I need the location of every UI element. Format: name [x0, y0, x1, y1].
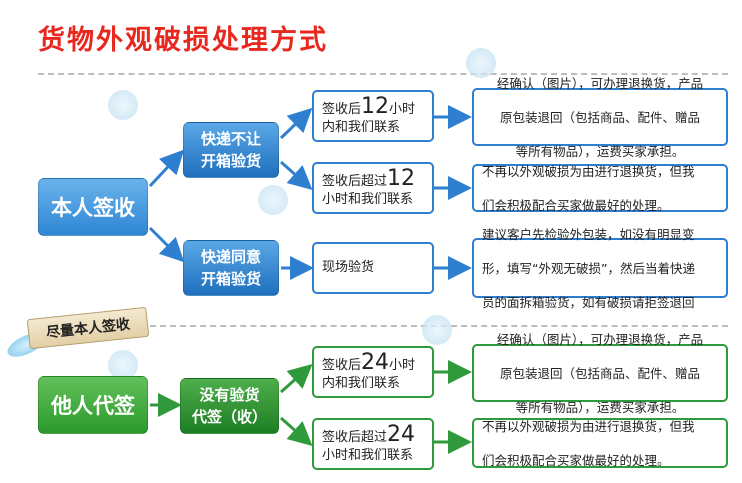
arrow-branch-to-24over [280, 416, 313, 446]
cond-24-within-box: 签收后24小时 内和我们联系 [312, 346, 434, 398]
result-24-over-line1: 不再以外观破损为由进行退换货，但我 [482, 418, 695, 434]
cond-12-within-box: 签收后12小时 内和我们联系 [312, 90, 434, 142]
cond-12-over-prefix: 签收后超过 [322, 173, 388, 189]
cond-24-over-box: 签收后超过24 小时和我们联系 [312, 418, 434, 470]
cond-12-within-prefix: 签收后 [322, 101, 362, 117]
no-inspect-box: 快递不让开箱验货 [183, 122, 279, 178]
result-24-within-box: 经确认（图片），可办理退换货，产品原包装退回（包括商品、配件、赠品等所有物品），… [472, 332, 728, 415]
cond-24-within-num: 24 [361, 349, 390, 375]
cond-12-within-line2: 内和我们联系 [322, 119, 401, 135]
no-inspect-label-2: 开箱验货 [200, 152, 261, 170]
result-inspect-line2: 形，填写“外观无破损”，然后当着快递 [482, 260, 695, 276]
inspect-label-1: 快递同意 [200, 248, 261, 266]
cond-12-within-num: 12 [361, 93, 390, 119]
watermark-icon [258, 185, 288, 215]
cond-24-within-prefix: 签收后 [322, 357, 362, 373]
result-12-within-box: 经确认（图片），可办理退换货，产品原包装退回（包括商品、配件、赠品等所有物品），… [472, 76, 728, 159]
self-sign-box: 本人签收 [38, 178, 148, 236]
result-inspect-line3: 员的面拆箱验货，如有破损请拒签退回 [482, 294, 695, 310]
no-inspect-label-1: 快递不让 [200, 130, 261, 148]
inspect-label-2: 开箱验货 [200, 270, 261, 288]
cond-inspect-text: 现场验货 [322, 260, 375, 275]
result-12-over-line1: 不再以外观破损为由进行退换货，但我 [482, 163, 695, 179]
cond-12-within-suffix: 小时 [389, 101, 416, 117]
result-12-over-box: 不再以外观破损为由进行退换货，但我们会积极配合买家做最好的处理。 [472, 163, 728, 213]
proxy-label-1: 没有验货 [199, 386, 260, 404]
cond-24-over-num: 24 [387, 421, 416, 447]
cond-24-over-line2: 小时和我们联系 [322, 447, 414, 463]
watermark-icon [466, 48, 496, 78]
cond-24-within-line2: 内和我们联系 [322, 375, 401, 391]
page-title: 货物外观破损处理方式 [38, 25, 328, 56]
arrow-self-to-noinspect [148, 149, 185, 188]
cond-inspect-box: 现场验货 [312, 242, 434, 294]
cond-12-over-box: 签收后超过12 小时和我们联系 [312, 162, 434, 214]
result-inspect-box: 建议客户先检验外包装，如没有明显变形，填写“外观无破损”，然后当着快递员的面拆箱… [472, 227, 728, 310]
proxy-label-2: 代签（收） [191, 408, 267, 426]
result-inspect-line1: 建议客户先检验外包装，如没有明显变 [482, 226, 695, 242]
result-24-within-line1: 经确认（图片），可办理退换货，产品 [496, 331, 704, 347]
arrow-branch-to-24within [280, 364, 313, 394]
result-12-within-line3: 等所有物品），运费买家承担。 [515, 143, 685, 159]
watermark-icon [108, 350, 138, 380]
arrow-self-to-inspect [148, 226, 185, 263]
arrow-noinspect-to-12over [280, 160, 313, 190]
result-24-within-line3: 等所有物品），运费买家承担。 [515, 399, 685, 415]
result-12-within-line1: 经确认（图片），可办理退换货，产品 [496, 75, 704, 91]
result-24-over-box: 不再以外观破损为由进行退换货，但我们会积极配合买家做最好的处理。 [472, 418, 728, 468]
cond-24-over-prefix: 签收后超过 [322, 429, 388, 445]
cond-12-over-line2: 小时和我们联系 [322, 191, 414, 207]
divider-top [38, 73, 728, 75]
result-12-within-line2: 原包装退回（包括商品、配件、赠品 [499, 109, 700, 125]
arrow-noinspect-to-12within [279, 107, 313, 140]
watermark-icon [422, 315, 452, 345]
no-inspect-proxy-box: 没有验货代签（收） [180, 378, 279, 434]
watermark-icon [108, 90, 138, 120]
result-12-over-line2: 们会积极配合买家做最好的处理。 [482, 197, 670, 213]
result-24-within-line2: 原包装退回（包括商品、配件、赠品 [499, 365, 700, 381]
other-sign-box: 他人代签 [38, 376, 148, 434]
inspect-box: 快递同意开箱验货 [183, 240, 279, 296]
result-24-over-line2: 们会积极配合买家做最好的处理。 [482, 452, 670, 468]
cond-12-over-num: 12 [387, 165, 416, 191]
cond-24-within-suffix: 小时 [389, 357, 416, 373]
